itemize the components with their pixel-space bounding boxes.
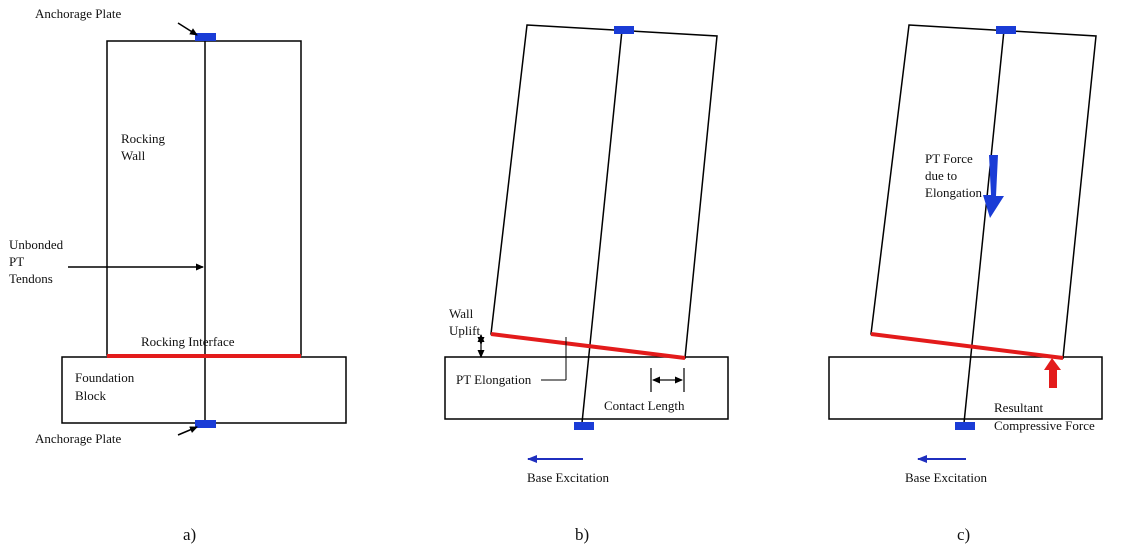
rocking-interface-line [490,332,686,360]
panel-b: Wall Uplift PT Elongation Contact Length… [444,24,729,544]
base-excitation-label: Base Excitation [905,470,987,485]
foundation-block [444,356,729,420]
anchorage-bottom-arrow [177,426,198,436]
anchorage-top-label: Anchorage Plate [35,6,122,21]
pt-tendon [581,29,623,424]
pt-force-label-2: due to [925,168,957,183]
foundation-label-2: Block [75,388,107,403]
foundation-block [828,356,1103,420]
anchorage-plate-bottom [955,422,975,430]
rocking-wall-rotated [490,24,718,359]
contact-length-dimension [650,368,685,392]
wall-uplift-label-1: Wall [449,306,474,321]
base-excitation-label: Base Excitation [527,470,609,485]
pt-elongation-label: PT Elongation [456,372,532,387]
resultant-label-1: Resultant [994,400,1043,415]
pt-force-label-3: Elongation [925,185,983,200]
rocking-interface-line [870,332,1064,360]
rocking-wall-label-2: Wall [121,148,146,163]
wall-uplift-label-2: Uplift [449,323,480,338]
rocking-interface-label: Rocking Interface [141,334,235,349]
foundation-label-1: Foundation [75,370,135,385]
tendons-label-1: Unbonded [9,237,64,252]
pt-force-arrow [983,155,1004,218]
rocking-wall-rotated [870,24,1097,359]
panel-a-label: a) [183,525,196,544]
panel-c: PT Force due to Elongation Resultant Com… [828,24,1103,544]
panel-c-label: c) [957,525,970,544]
anchorage-bottom-label: Anchorage Plate [35,431,122,446]
contact-length-label: Contact Length [604,398,685,413]
anchorage-plate-bottom [574,422,594,430]
pt-force-label-1: PT Force [925,151,973,166]
resultant-force-arrow [1044,358,1061,388]
panel-b-label: b) [575,525,589,544]
anchorage-plate-top [996,26,1016,34]
anchorage-plate-bottom [195,420,216,428]
resultant-label-2: Compressive Force [994,418,1095,433]
pt-tendon [963,29,1005,424]
anchorage-plate-top [195,33,216,41]
rocking-wall [106,40,302,356]
anchorage-top-arrow [177,22,198,36]
panel-a: Anchorage Plate Rocking Wall Unbonded PT… [9,6,347,544]
rocking-wall-label-1: Rocking [121,131,166,146]
tendons-label-2: PT [9,254,24,269]
pt-elongation-dimension [541,337,567,381]
anchorage-plate-top [614,26,634,34]
tendons-label-3: Tendons [9,271,53,286]
